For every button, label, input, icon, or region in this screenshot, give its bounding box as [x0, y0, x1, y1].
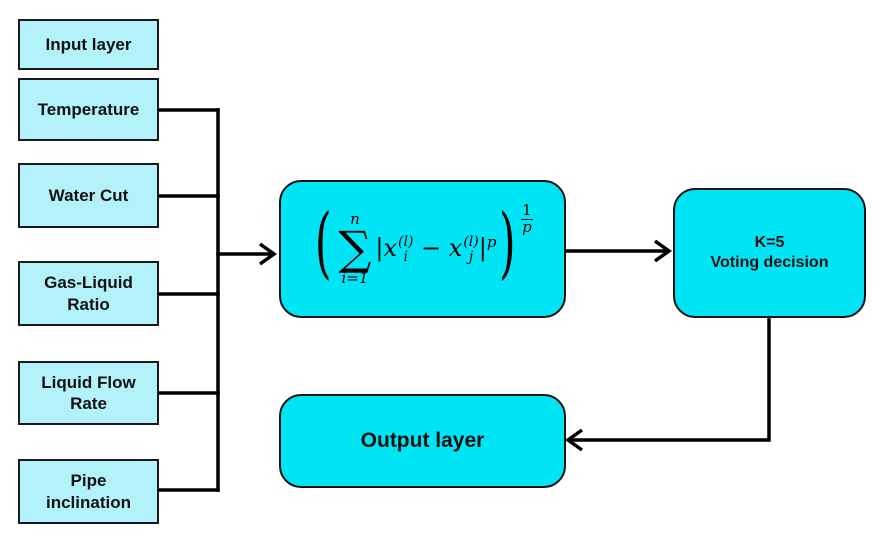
summation: n ∑ i=1 [339, 212, 372, 286]
term-end: | [478, 234, 487, 263]
voting-decision-box: K=5 Voting decision [673, 188, 866, 318]
output-layer-box: Output layer [279, 394, 566, 488]
sum-lower-limit: i=1 [341, 268, 369, 287]
right-paren: ) [499, 198, 517, 288]
input-liquid-flow-rate: Liquid Flow Rate [18, 361, 159, 425]
distance-formula-box: ( n ∑ i=1 |x(l)i − x(l)j|p ) 1 p [279, 180, 566, 318]
input-layer-title: Input layer [18, 19, 159, 70]
sup-b: (l) [463, 234, 479, 251]
power-p: p [486, 233, 497, 252]
outer-exponent: 1 p [520, 200, 533, 236]
sum-upper-limit: n [350, 210, 360, 229]
arrowhead-output [564, 428, 584, 452]
exp-denominator: p [522, 217, 532, 236]
arrow-to-output [570, 318, 771, 442]
input-temperature: Temperature [18, 78, 159, 141]
arrowhead-voting [653, 239, 673, 263]
k-value-label: K=5 [754, 234, 785, 251]
sup-a: (l) [398, 234, 414, 251]
exp-numerator: 1 [522, 200, 532, 219]
sub-b: j [468, 248, 474, 265]
left-paren: ( [314, 198, 332, 288]
minus-sign: − [413, 234, 449, 263]
term-a: |x [375, 234, 398, 263]
fraction-bar [520, 218, 533, 220]
minkowski-distance-formula: ( n ∑ i=1 |x(l)i − x(l)j|p ) 1 p [312, 202, 533, 288]
input-gas-liquid-ratio: Gas-Liquid Ratio [18, 261, 159, 326]
input-water-cut: Water Cut [18, 163, 159, 228]
voting-decision-label: Voting decision [710, 254, 829, 271]
sigma-symbol: ∑ [338, 221, 372, 276]
term-b: x [448, 234, 463, 263]
arrowhead-formula [258, 242, 278, 266]
difference-term: |x(l)i − x(l)j|p [375, 233, 496, 264]
input-pipe-inclination: Pipe inclination [18, 459, 159, 524]
sub-a: i [403, 248, 408, 265]
output-layer-label: Output layer [360, 428, 485, 452]
